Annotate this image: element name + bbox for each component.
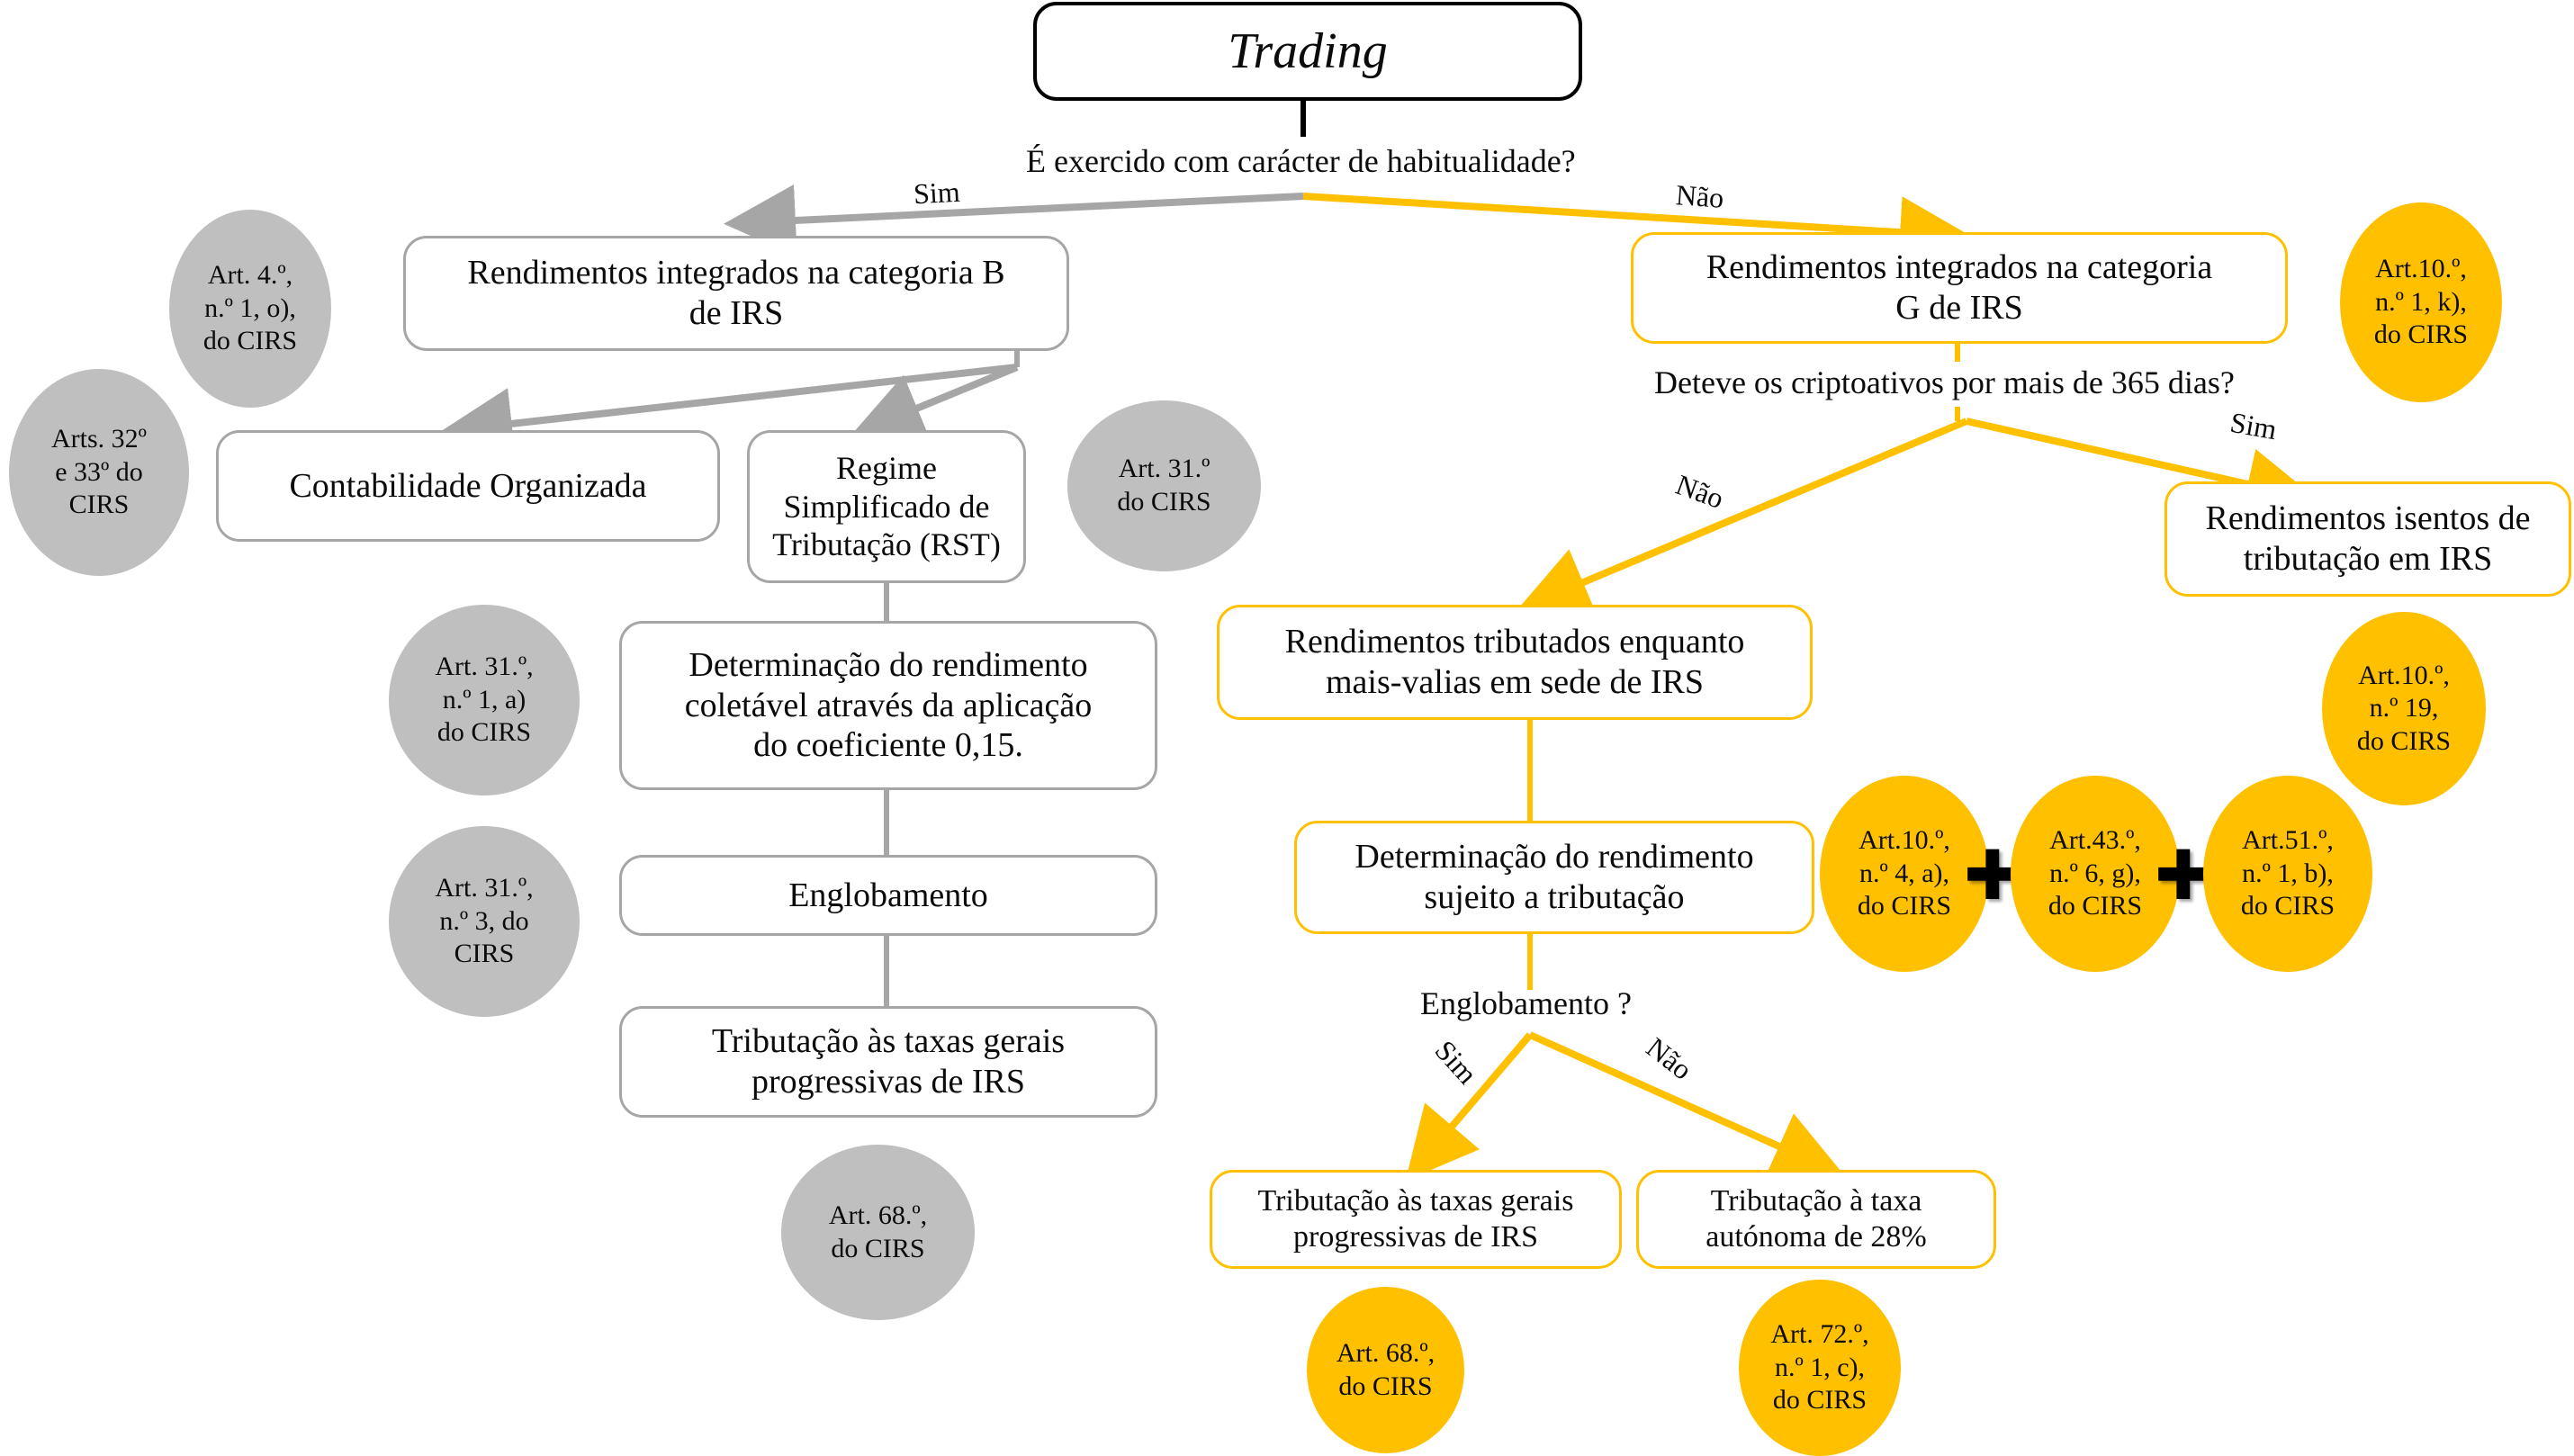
edge-label-q3-sim: Sim (1428, 1033, 1484, 1091)
node-tributacao-progressiva-b[interactable]: Tributação às taxas gerais progressivas … (619, 1006, 1157, 1118)
question-365-dias: Deteve os criptoativos por mais de 365 d… (1654, 364, 2235, 400)
node-determinacao-rendimento-g[interactable]: Determinação do rendimento sujeito a tri… (1294, 821, 1814, 934)
edge-label-q1-sim: Sim (913, 175, 961, 211)
edge-label-q3-nao: Não (1640, 1030, 1699, 1086)
node-categoria-b[interactable]: Rendimentos integrados na categoria B de… (403, 236, 1069, 351)
ref-art31[interactable]: Art. 31.º do CIRS (1067, 400, 1261, 571)
node-englobamento-b[interactable]: Englobamento (619, 855, 1157, 936)
ref-art31-1a[interactable]: Art. 31.º, n.º 1, a) do CIRS (389, 605, 580, 795)
ref-art51-1b[interactable]: Art.51.º, n.º 1, b), do CIRS (2203, 776, 2372, 972)
edge-label-q2-nao: Não (1671, 467, 1729, 516)
edge-label-q2-sim: Sim (2228, 405, 2280, 446)
node-categoria-g[interactable]: Rendimentos integrados na categoria G de… (1631, 232, 2288, 344)
ref-art31-3[interactable]: Art. 31.º, n.º 3, do CIRS (389, 826, 580, 1017)
node-determinacao-coeficiente[interactable]: Determinação do rendimento coletável atr… (619, 621, 1157, 790)
ref-art10-4a[interactable]: Art.10.º, n.º 4, a), do CIRS (1820, 776, 1989, 972)
ref-art72-1c[interactable]: Art. 72.º, n.º 1, c), do CIRS (1739, 1280, 1901, 1456)
node-tributacao-autonoma[interactable]: Tributação à taxa autónoma de 28% (1636, 1170, 1996, 1269)
node-regime-simplificado[interactable]: Regime Simplificado de Tributação (RST) (747, 430, 1026, 583)
question-habitualidade: É exercido com carácter de habitualidade… (1026, 143, 1576, 179)
plus-icon-2: ✚ (2155, 838, 2212, 914)
edge-label-q1-nao: Não (1674, 178, 1725, 214)
node-rendimentos-isentos[interactable]: Rendimentos isentos de tributação em IRS (2164, 481, 2571, 597)
ref-art10-19[interactable]: Art.10.º, n.º 19, do CIRS (2322, 612, 2486, 805)
node-root[interactable]: Trading (1033, 2, 1582, 101)
ref-art10-1k[interactable]: Art.10.º, n.º 1, k), do CIRS (2340, 202, 2502, 402)
ref-arts32-33[interactable]: Arts. 32º e 33º do CIRS (9, 369, 189, 576)
ref-art43-6g[interactable]: Art.43.º, n.º 6, g), do CIRS (2011, 776, 2180, 972)
node-tributacao-progressiva-g[interactable]: Tributação às taxas gerais progressivas … (1210, 1170, 1622, 1269)
ref-art68-b[interactable]: Art. 68.º, do CIRS (781, 1145, 975, 1320)
ref-art68-g[interactable]: Art. 68.º, do CIRS (1307, 1287, 1464, 1453)
node-contabilidade-organizada[interactable]: Contabilidade Organizada (216, 430, 720, 542)
ref-art4-1o[interactable]: Art. 4.º, n.º 1, o), do CIRS (169, 210, 331, 408)
question-englobamento: Englobamento ? (1420, 985, 1632, 1021)
node-mais-valias[interactable]: Rendimentos tributados enquanto mais-val… (1217, 605, 1813, 720)
